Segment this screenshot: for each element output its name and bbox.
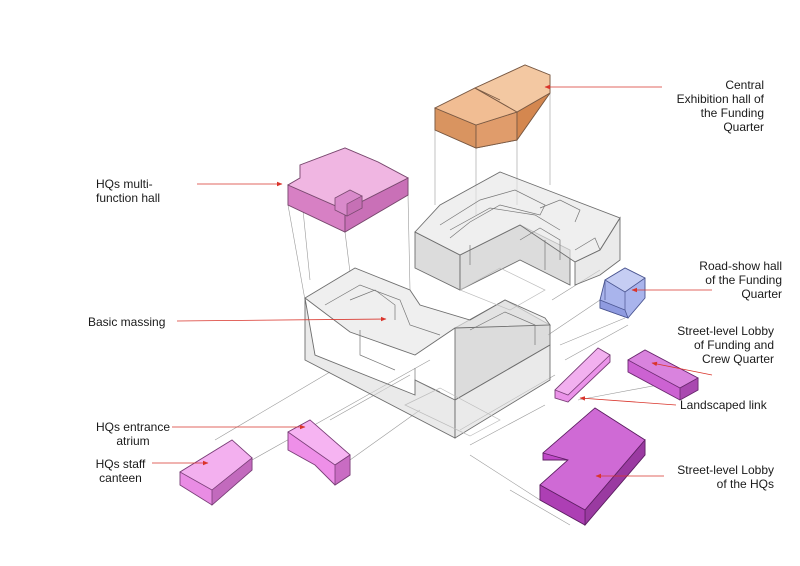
label-street-lobby-funding: Street-level Lobby of Funding and Crew Q… (677, 324, 774, 366)
funding-quarter-massing (414, 171, 621, 291)
projection-guides (214, 93, 696, 526)
landscaped-link-block (554, 347, 611, 403)
label-hqs-multi-function-hall: HQs multi- function hall (96, 177, 161, 205)
label-road-show-hall: Road-show hall of the Funding Quarter (699, 259, 782, 301)
label-hqs-entrance-atrium: HQs entrance atrium (95, 420, 171, 448)
central-exhibition-hall-block (433, 64, 551, 149)
label-landscaped-link: Landscaped link (680, 398, 767, 412)
label-central-exhibition-hall: Central Exhibition hall of the Funding Q… (676, 78, 764, 134)
hqs-entrance-atrium-block (287, 419, 351, 486)
hqs-multi-function-hall-block (287, 147, 409, 233)
basic-massing-block (304, 267, 551, 439)
label-hqs-staff-canteen: HQs staff canteen (95, 457, 146, 485)
label-basic-massing: Basic massing (88, 315, 166, 329)
street-lobby-funding-block (627, 349, 699, 401)
label-street-lobby-hqs: Street-level Lobby of the HQs (677, 463, 774, 491)
hqs-staff-canteen-block (179, 439, 253, 506)
leader-lines (152, 84, 713, 479)
road-show-hall-block (599, 267, 646, 319)
street-lobby-hqs-block (539, 407, 646, 527)
